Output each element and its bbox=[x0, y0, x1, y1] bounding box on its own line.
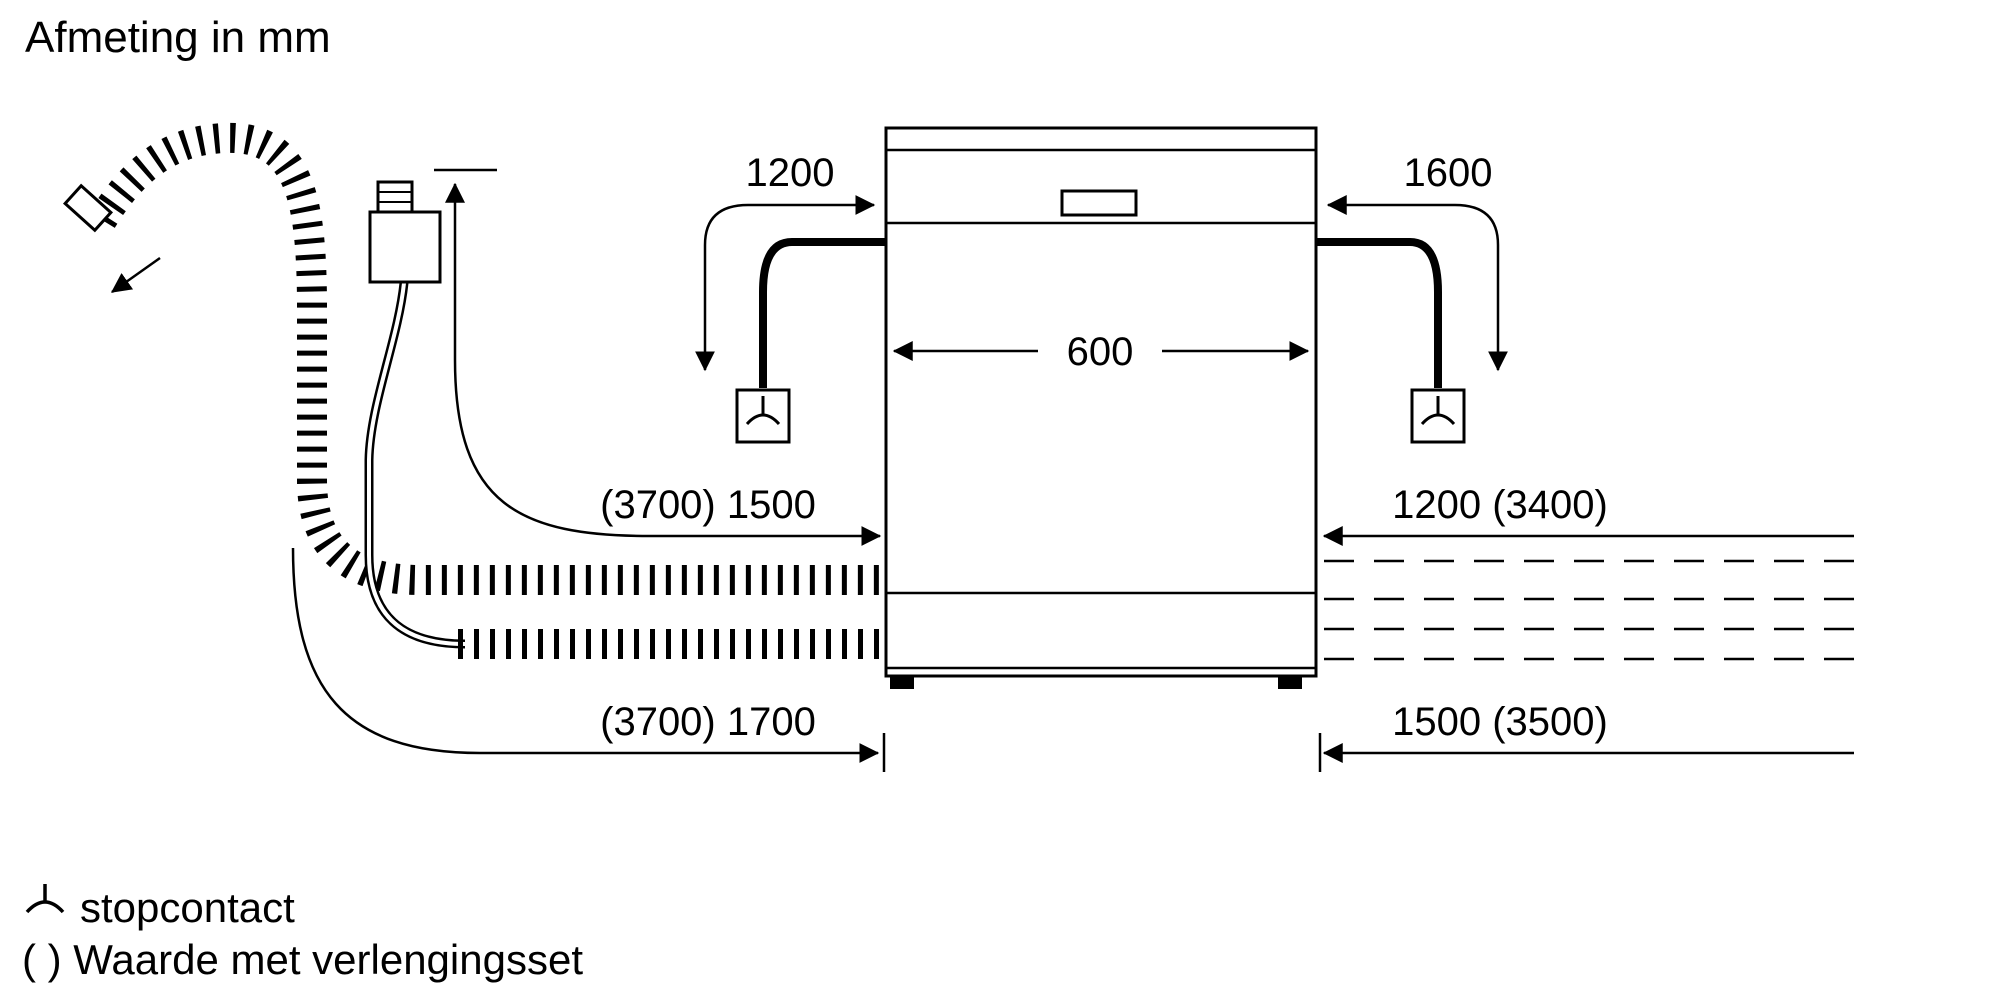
dim-label-cord-right: 1600 bbox=[1404, 151, 1493, 195]
supply-hose-smooth-outer bbox=[364, 282, 466, 649]
legend-extension-note: ( ) Waarde met verlengingsset bbox=[22, 936, 583, 983]
dim-right-top: 1200 (3400) bbox=[1322, 483, 1854, 546]
dim-label-supply-left: (3700) 1500 bbox=[600, 483, 816, 527]
legend: stopcontact ( ) Waarde met verlengingsse… bbox=[22, 884, 583, 983]
dim-label-right-top: 1200 (3400) bbox=[1392, 483, 1608, 527]
dim-label-width: 600 bbox=[1067, 330, 1134, 374]
supply-hose bbox=[364, 180, 884, 659]
legend-socket-label: stopcontact bbox=[80, 884, 295, 931]
drain-hose bbox=[62, 122, 884, 595]
page-title: Afmeting in mm bbox=[25, 13, 331, 62]
power-cable-right bbox=[1316, 238, 1442, 388]
dim-right-bottom: 1500 (3500) bbox=[1318, 700, 1854, 772]
aquastop-connector bbox=[376, 180, 414, 214]
power-cord-right: 1600 bbox=[1316, 151, 1508, 444]
hose-continuation-right bbox=[1324, 559, 1854, 661]
dishwasher-foot-left bbox=[890, 676, 914, 689]
dim-line-drain-left bbox=[291, 547, 880, 763]
power-plug-left-icon bbox=[735, 388, 791, 444]
dim-line-cord-right bbox=[1326, 195, 1508, 372]
drain-hose-end-fitting bbox=[62, 183, 114, 233]
dim-line-supply-left bbox=[445, 182, 882, 546]
aquastop-valve-body bbox=[368, 210, 442, 284]
power-cable-left bbox=[759, 238, 886, 388]
dishwasher-display bbox=[1060, 189, 1138, 217]
dim-supply-left: (3700) 1500 bbox=[434, 168, 882, 546]
socket-symbol-icon bbox=[25, 884, 65, 914]
drain-hose-corrugation bbox=[89, 122, 884, 595]
dim-label-drain-left: (3700) 1700 bbox=[600, 700, 816, 744]
dim-width: 600 bbox=[892, 330, 1310, 374]
dim-line-cord-left bbox=[695, 195, 876, 372]
dim-label-right-bottom: 1500 (3500) bbox=[1392, 700, 1608, 744]
supply-hose-smooth-inner bbox=[367, 282, 466, 646]
dishwasher-body bbox=[884, 126, 1318, 678]
dim-drain-left: (3700) 1700 bbox=[291, 547, 886, 772]
dishwasher-foot-right bbox=[1278, 676, 1302, 689]
drain-direction-arrow bbox=[110, 256, 161, 294]
power-cord-left: 1200 bbox=[695, 151, 886, 444]
power-plug-right-icon bbox=[1410, 388, 1466, 444]
dim-label-cord-left: 1200 bbox=[746, 151, 835, 195]
dishwasher-outline bbox=[884, 126, 1318, 689]
